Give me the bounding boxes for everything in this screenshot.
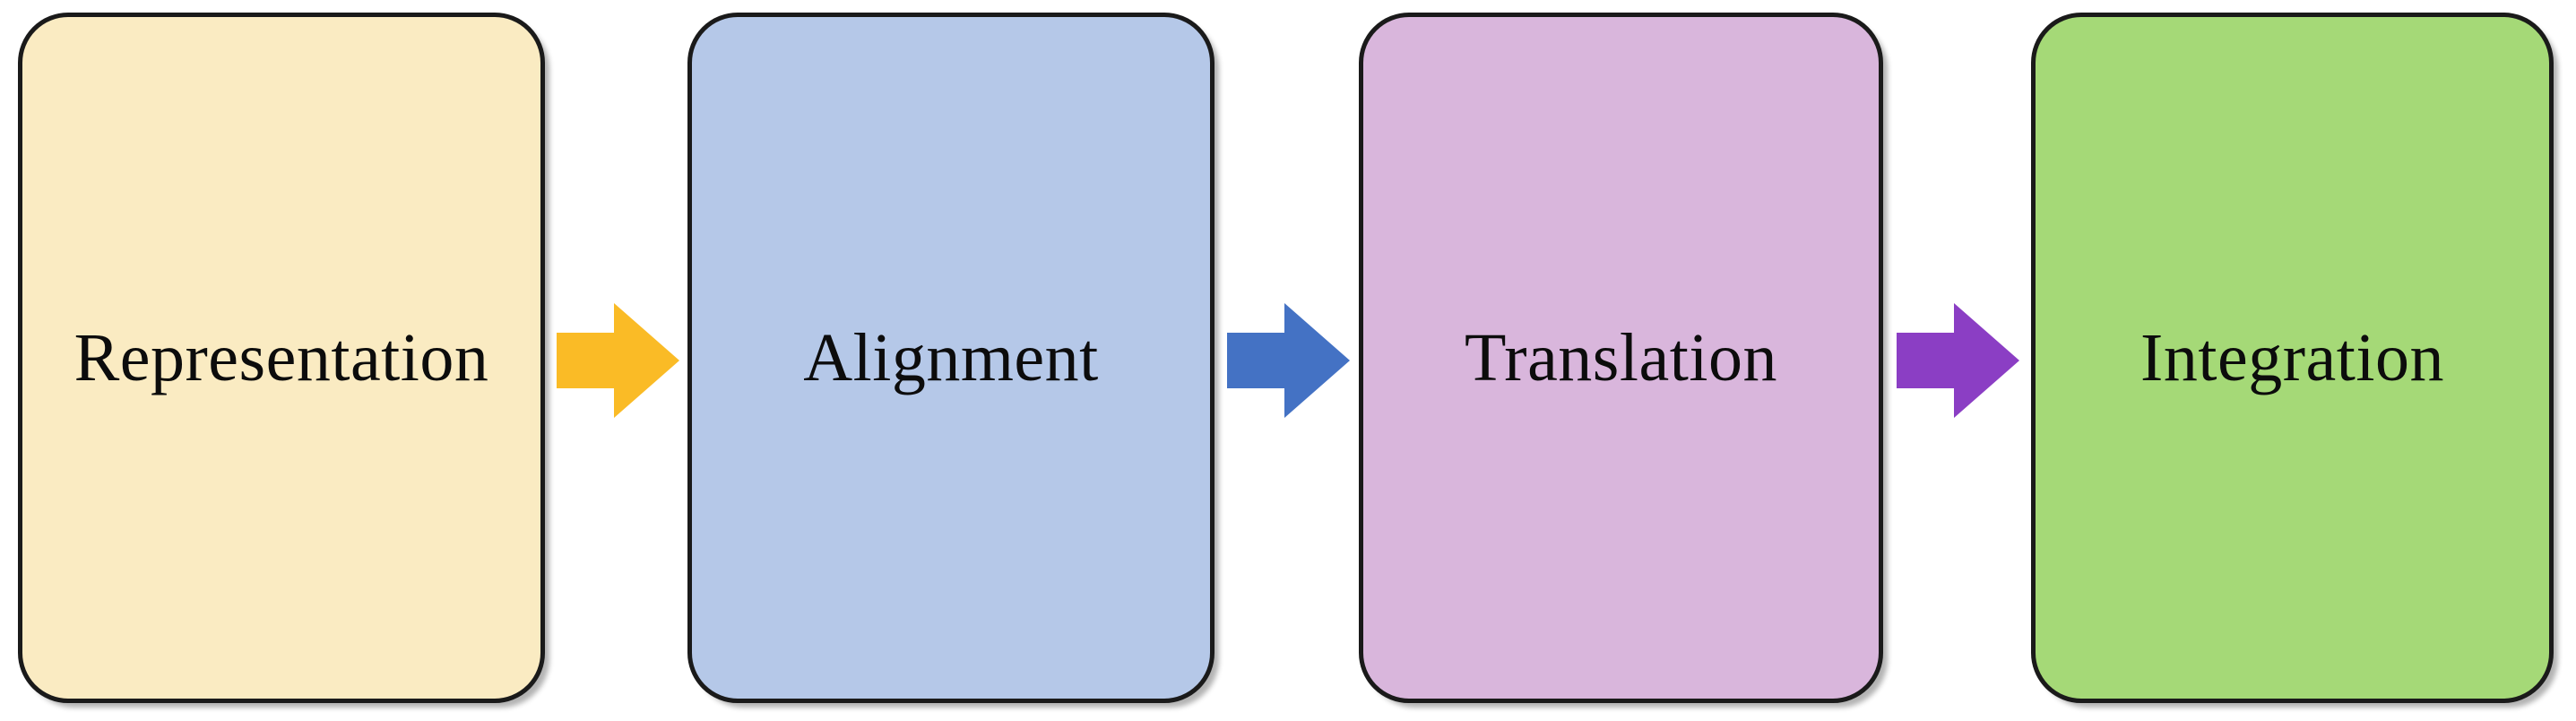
arrow-shape — [557, 303, 679, 418]
stage-label-translation: Translation — [1465, 320, 1777, 395]
right-arrow-icon-representation-to-alignment — [557, 303, 679, 418]
stage-box-alignment[interactable]: Alignment — [687, 13, 1215, 703]
arrow-shape — [1897, 303, 2019, 418]
stage-box-translation[interactable]: Translation — [1359, 13, 1883, 703]
stage-label-representation: Representation — [73, 320, 489, 395]
stage-box-integration[interactable]: Integration — [2031, 13, 2554, 703]
arrow-shape — [1227, 303, 1350, 418]
right-arrow-icon-alignment-to-translation — [1227, 303, 1350, 418]
stage-box-representation[interactable]: Representation — [18, 13, 545, 703]
stage-label-integration: Integration — [2140, 320, 2444, 395]
stage-label-alignment: Alignment — [803, 320, 1099, 395]
right-arrow-icon-translation-to-integration — [1897, 303, 2019, 418]
